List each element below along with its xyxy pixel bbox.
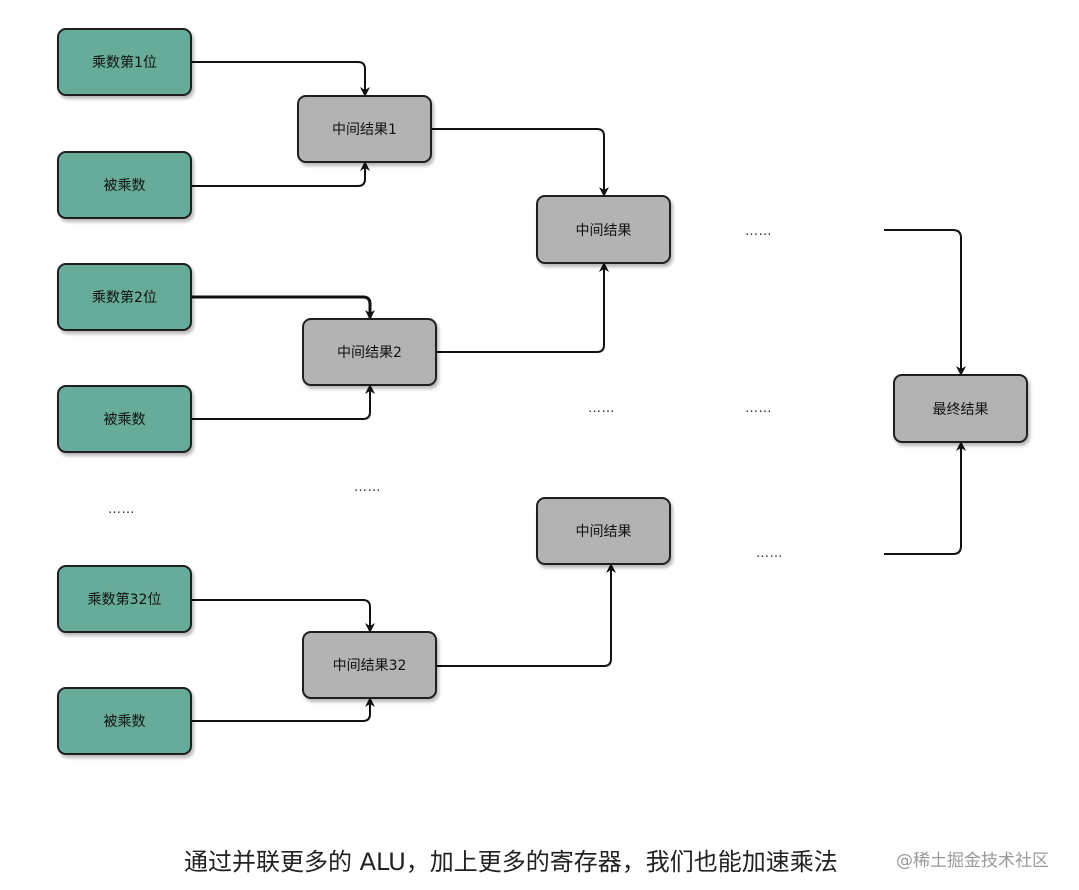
arrow-multiplicand3-to-result32 — [192, 697, 375, 722]
figure-caption: 通过并联更多的 ALU，加上更多的寄存器，我们也能加速乘法 — [184, 848, 838, 876]
intermediate-result32-node: 中间结果32 — [302, 631, 437, 699]
intermediate-result1-node: 中间结果1 — [297, 95, 432, 163]
ellipsis: …… — [756, 546, 783, 561]
arrow-result1-to-merged-top — [432, 128, 609, 197]
ellipsis: …… — [745, 224, 772, 239]
arrow-multiplicand1-to-result1 — [192, 161, 370, 187]
arrow-result32-to-merged-bottom — [437, 563, 616, 667]
multiplicand-node: 被乘数 — [57, 385, 192, 453]
ellipsis: …… — [108, 502, 135, 517]
ellipsis: …… — [745, 401, 772, 416]
arrow-top-to-final — [884, 229, 966, 376]
arrow-bit32-to-result32 — [192, 599, 375, 633]
ellipsis: …… — [588, 401, 615, 416]
arrow-bit1-to-result1 — [192, 61, 370, 97]
final-result-node: 最终结果 — [893, 374, 1028, 443]
intermediate-result-merged-top-node: 中间结果 — [536, 195, 671, 264]
multiplier-bit2-node: 乘数第2位 — [57, 263, 192, 331]
arrow-bit2-to-result2 — [192, 295, 375, 320]
multiplicand-node: 被乘数 — [57, 687, 192, 755]
arrow-multiplicand2-to-result2 — [192, 384, 375, 420]
multiplier-bit32-node: 乘数第32位 — [57, 565, 192, 633]
arrow-result2-to-merged-top — [437, 262, 609, 353]
multiplicand-node: 被乘数 — [57, 151, 192, 219]
intermediate-result-merged-bottom-node: 中间结果 — [536, 497, 671, 565]
ellipsis: …… — [354, 480, 381, 495]
intermediate-result2-node: 中间结果2 — [302, 318, 437, 386]
multiplier-bit1-node: 乘数第1位 — [57, 28, 192, 96]
watermark: @稀土掘金技术社区 — [896, 851, 1049, 871]
arrow-bottom-to-final — [884, 441, 966, 555]
